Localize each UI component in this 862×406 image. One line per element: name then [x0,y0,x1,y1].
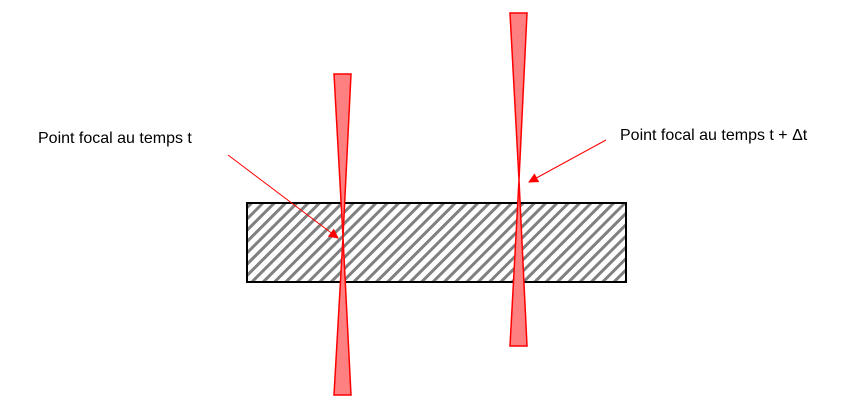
laser-beam-time-t [333,73,352,396]
laser-beam-time-t-plus-dt [509,12,528,347]
hatched-material-block [246,202,627,283]
label-focal-t: Point focal au temps t [38,130,192,147]
arrow-focal-t-dt [528,139,607,183]
arrow-focal-t [227,154,339,239]
label-focal-t-dt: Point focal au temps t + Δt [620,127,808,144]
